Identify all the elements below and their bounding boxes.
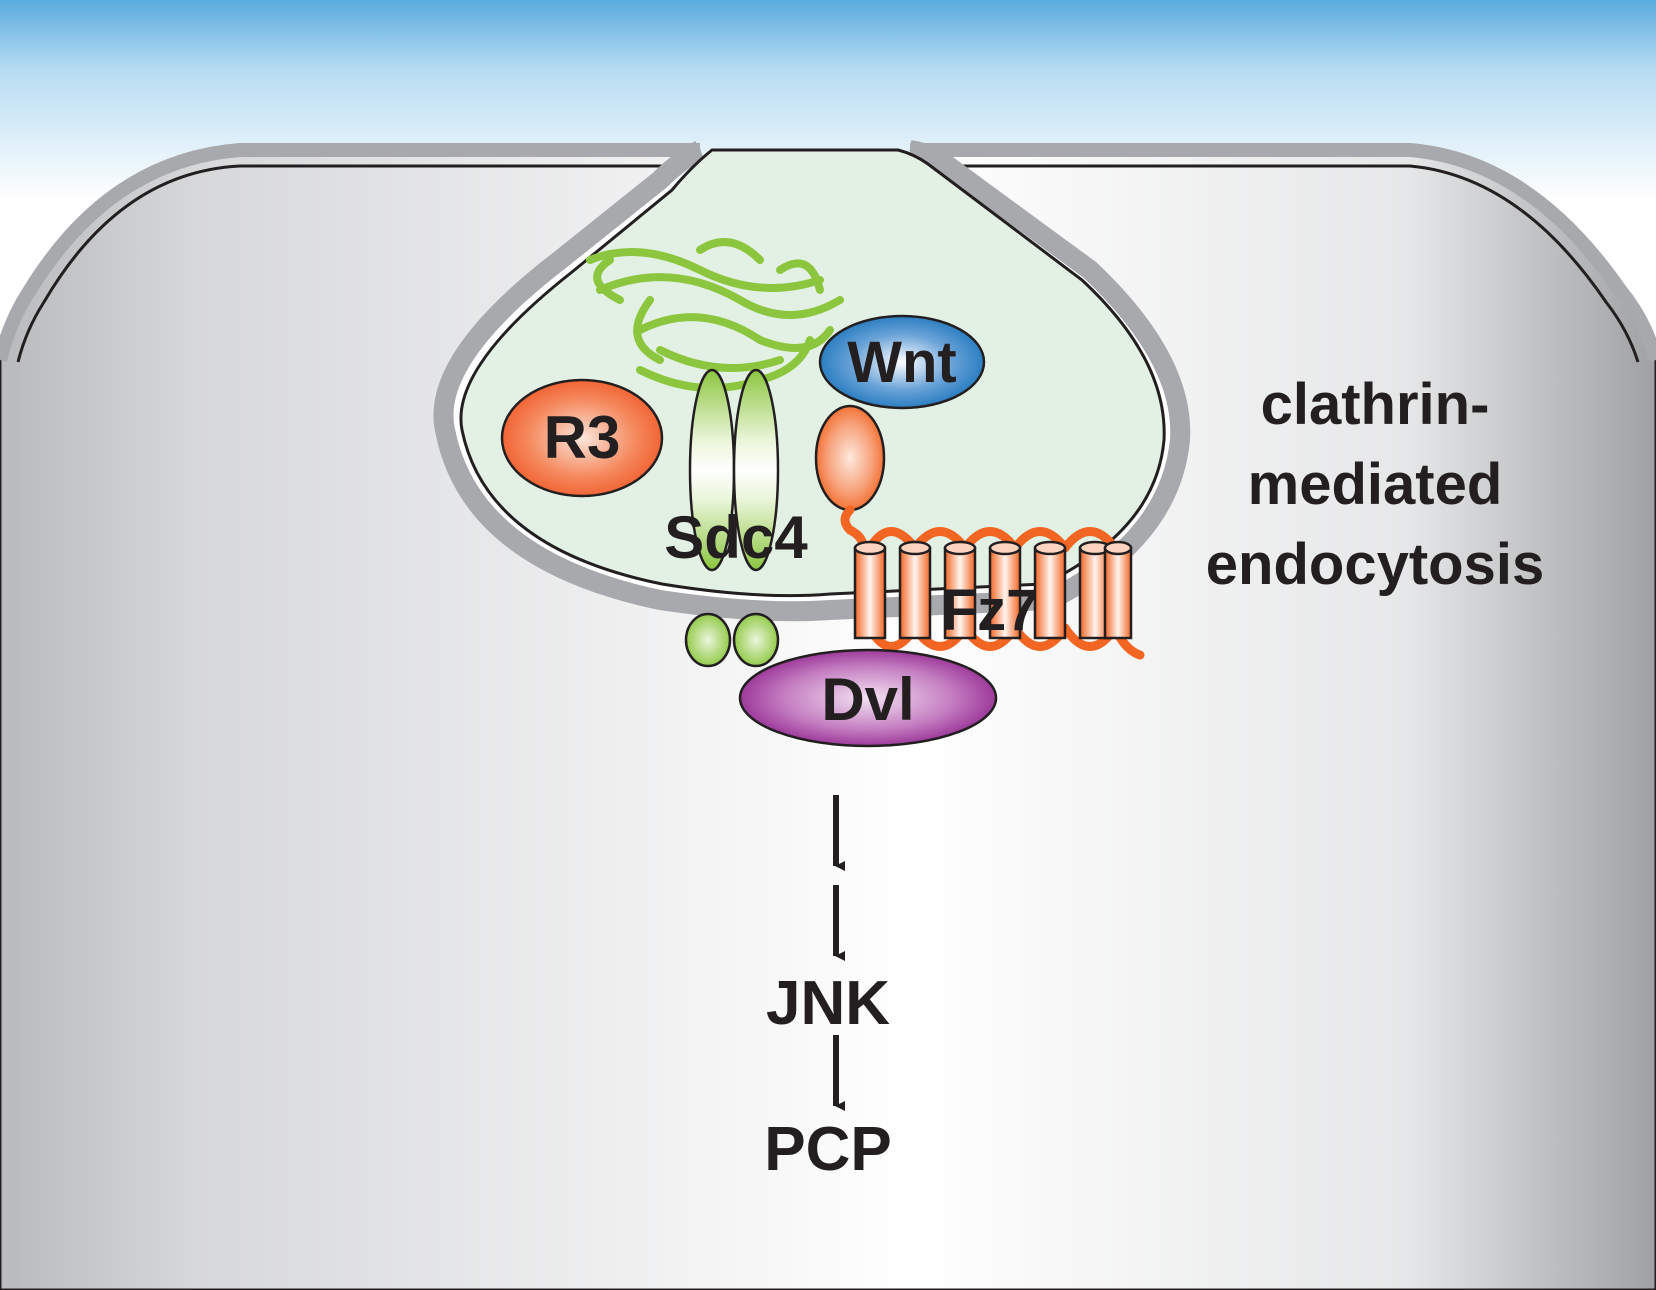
jnk-label: JNK (766, 969, 890, 1038)
plasma-membrane-left (0, 143, 700, 362)
fz7-helix-3-top (943, 540, 977, 556)
r3-protein (500, 378, 664, 498)
plasma-membrane-right-inner (920, 164, 1640, 363)
pcp-label: PCP (764, 1115, 891, 1184)
fz7-helix-5-top (1033, 540, 1067, 556)
fz7-helix-7 (1103, 546, 1133, 640)
process-label-line-2: mediated (1248, 452, 1503, 517)
sdc4-receptor-right (732, 368, 780, 572)
sdc4-cytoplasmic-domain-left (684, 612, 732, 668)
wnt-label: Wnt (847, 330, 957, 395)
dvl-protein (738, 648, 998, 748)
plasma-membrane-right (910, 143, 1656, 362)
sdc4-label: Sdc4 (664, 504, 808, 571)
fz7-label: Fz7 (942, 578, 1039, 643)
fz7-helix-1-top (853, 540, 887, 556)
clathrin-pit-membrane (433, 140, 1191, 622)
fz7-helix-4-top (988, 540, 1022, 556)
clathrin-pit-lumen (459, 148, 1166, 598)
wnt-ligand (818, 314, 986, 410)
process-label-line-3: endocytosis (1206, 532, 1544, 597)
fz7-helix-5 (1033, 546, 1067, 640)
process-label-line-1: clathrin- (1261, 372, 1490, 437)
fz7-helix-1 (853, 546, 887, 640)
plasma-membrane-left-inner (16, 164, 690, 363)
dvl-label: Dvl (821, 666, 914, 733)
fz7-crd-domain (814, 404, 886, 512)
fz7-helix-2-top (898, 540, 932, 556)
sdc4-cytoplasmic-domain-right (732, 612, 780, 668)
fz7-helix-7-top (1103, 540, 1133, 556)
r3-label: R3 (544, 404, 621, 471)
fz7-helix-2 (898, 546, 932, 640)
fz7-receptor (853, 540, 1133, 640)
heparan-sulfate-chains (586, 238, 844, 392)
